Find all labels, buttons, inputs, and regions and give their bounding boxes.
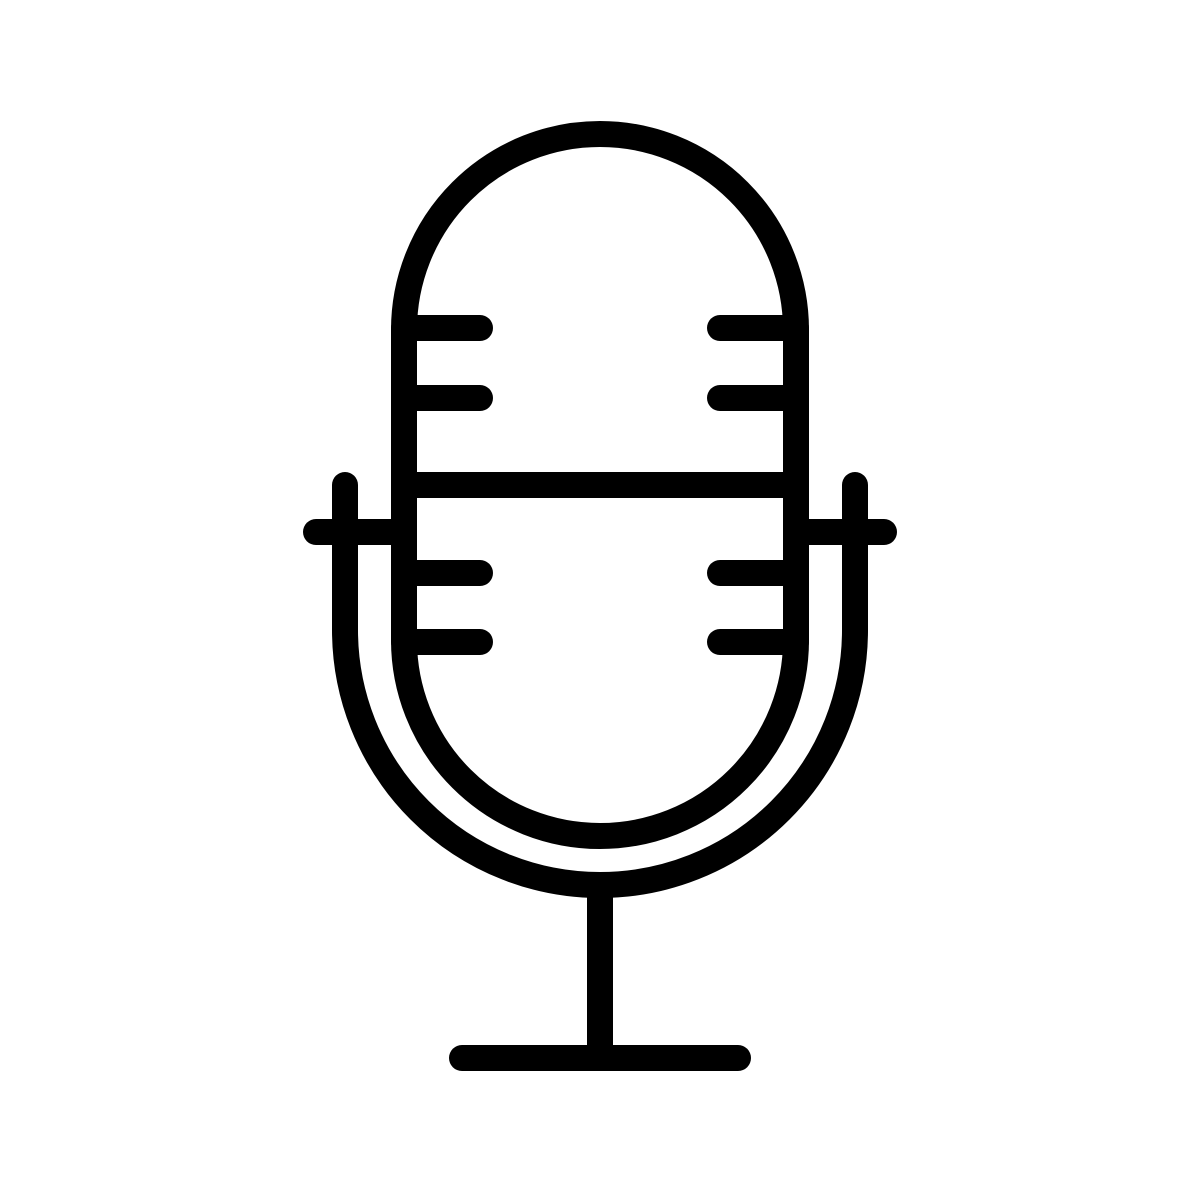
icon-canvas	[303, 121, 897, 1071]
microphone-icon	[303, 121, 897, 1071]
